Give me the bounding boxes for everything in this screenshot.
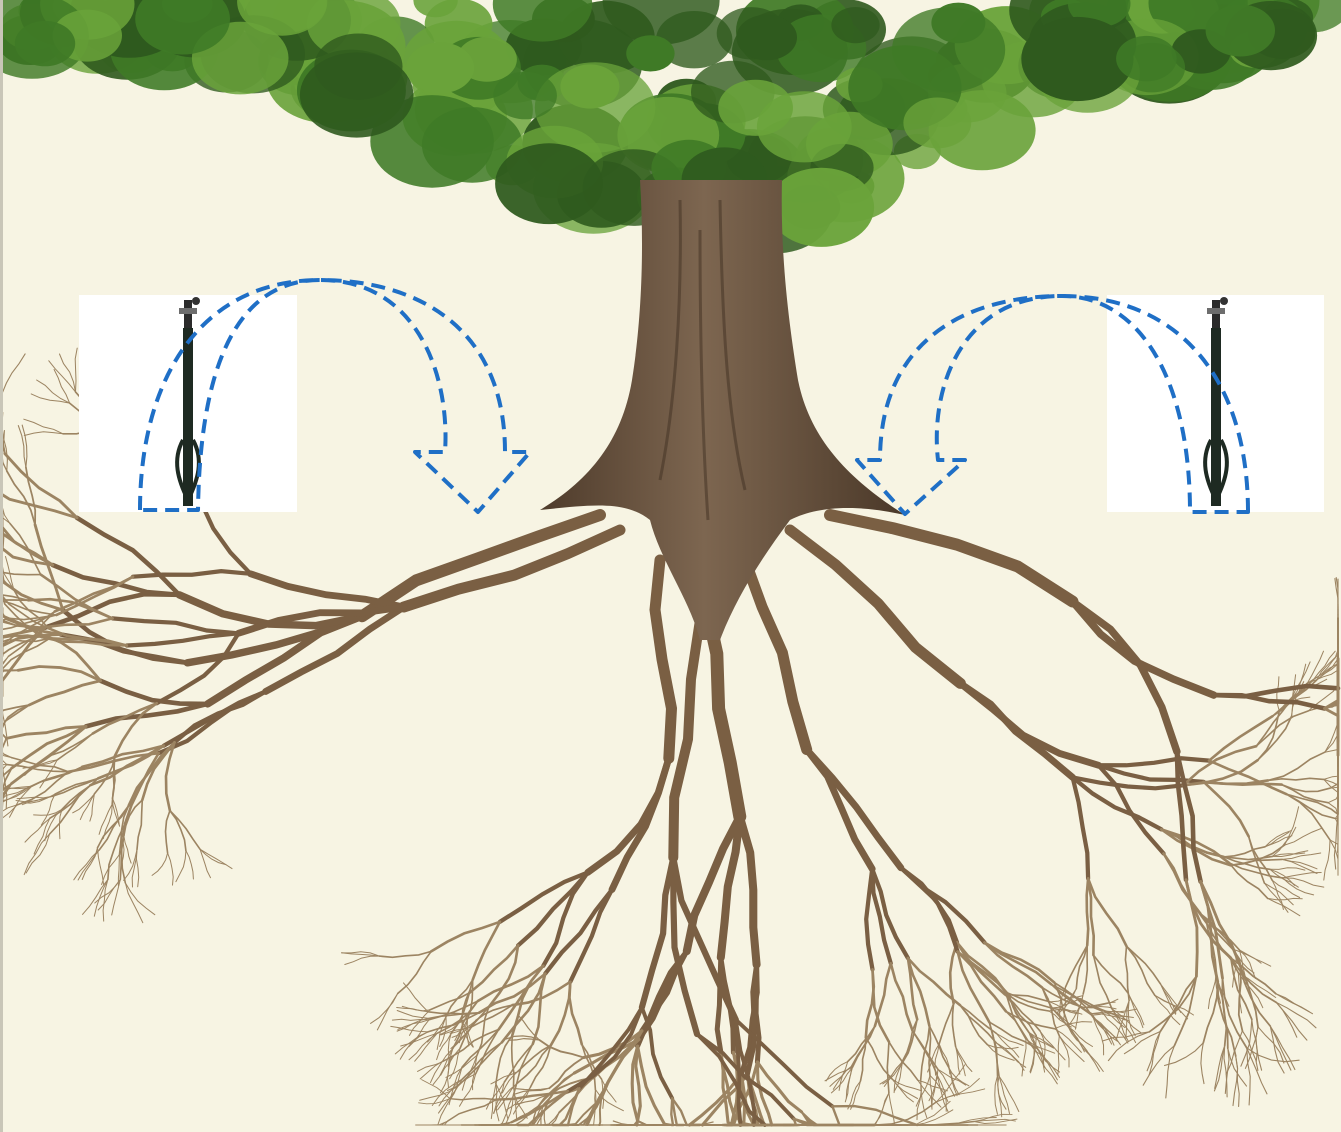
foliage-cluster (314, 34, 402, 100)
foliage-cluster (493, 72, 557, 120)
right-sprinkler-panel (1107, 295, 1324, 512)
foliage-cluster (626, 35, 674, 71)
left-sprinkler-panel (79, 295, 297, 512)
foliage-cluster (406, 42, 474, 93)
left-frame-edge (0, 0, 3, 1132)
foliage-cluster (892, 7, 1005, 92)
foliage-cluster (1116, 36, 1177, 81)
foliage-cluster (560, 64, 619, 108)
foliage-cluster (903, 98, 971, 149)
foliage-cluster (757, 91, 852, 162)
foliage-cluster (736, 15, 797, 61)
root-strand (1087, 879, 1089, 946)
foliage-cluster (769, 168, 875, 247)
foliage-cluster (831, 7, 879, 43)
foliage-cluster (495, 143, 603, 224)
foliage-cluster (15, 21, 75, 66)
foliage-cluster (1206, 5, 1275, 57)
